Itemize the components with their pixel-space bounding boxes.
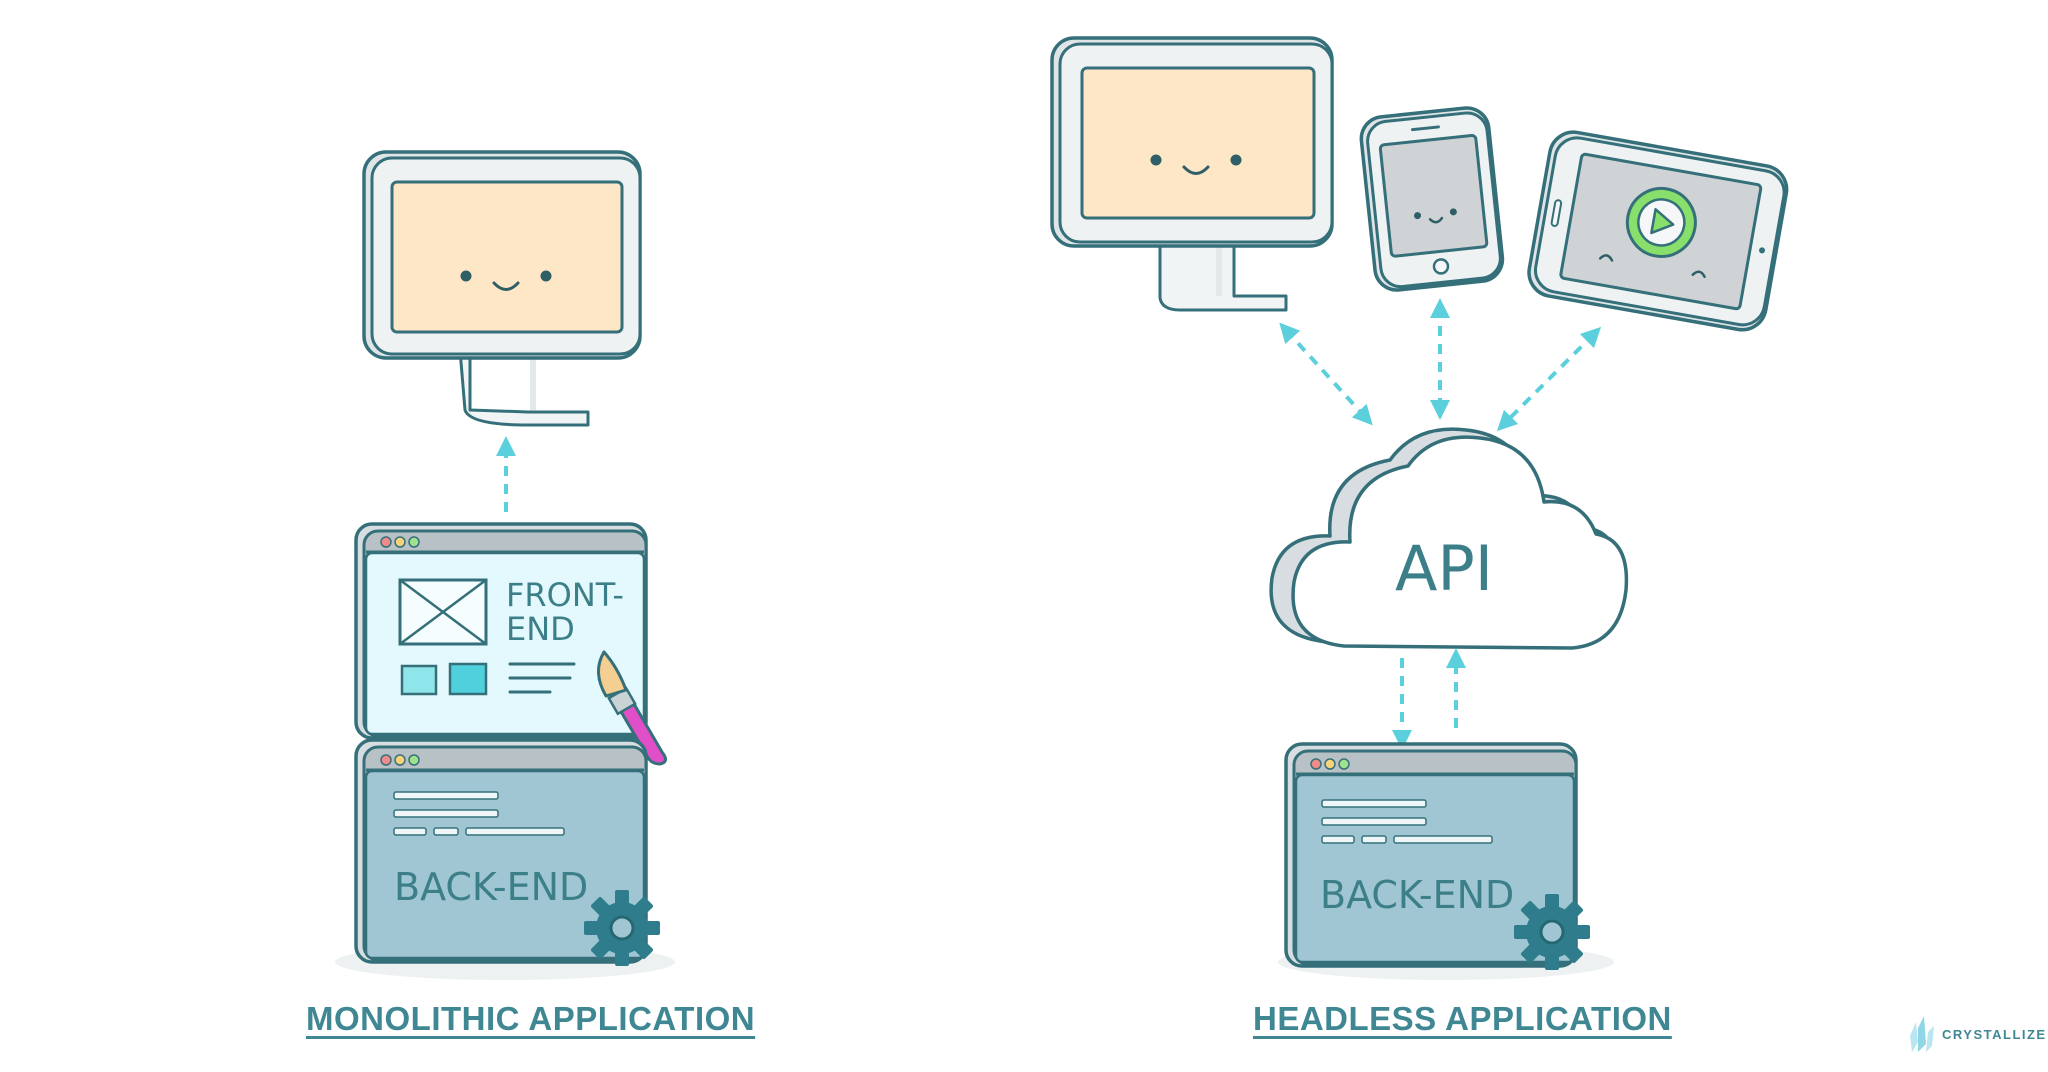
arrow-icon [1279, 322, 1373, 426]
monitor-icon [362, 150, 642, 427]
smile-icon [1691, 270, 1706, 279]
frontend-label-line1: FRONT- [506, 576, 624, 614]
brand-logo: CRYSTALLIZE [1908, 1014, 2047, 1054]
frontend-window: FRONT- END [354, 522, 648, 740]
eye-icon [1449, 208, 1457, 216]
gear-icon [582, 888, 662, 968]
api-label: API [1395, 532, 1493, 605]
window-dot-icon [380, 754, 392, 766]
arrow-icon [1496, 326, 1602, 432]
smile-icon [1598, 254, 1614, 262]
backend-window-left: BACK-END [354, 738, 648, 964]
gear-icon [1512, 892, 1592, 972]
smile-icon [1428, 216, 1444, 224]
window-dot-icon [408, 536, 420, 548]
window-dot-icon [1338, 758, 1350, 770]
window-dot-icon [394, 754, 406, 766]
window-dot-icon [394, 536, 406, 548]
frontend-label-line2: END [506, 610, 575, 648]
window-dot-icon [1324, 758, 1336, 770]
window-dot-icon [380, 536, 392, 548]
smile-icon [492, 281, 520, 291]
eye-icon [460, 270, 472, 282]
eye-icon [1150, 154, 1162, 166]
eye-icon [540, 270, 552, 282]
smile-icon [1182, 165, 1210, 175]
monitor-icon [1050, 36, 1334, 312]
backend-label-left: BACK-END [394, 865, 588, 909]
eye-icon [1414, 212, 1422, 220]
backend-window-right: BACK-END [1284, 742, 1578, 968]
window-dot-icon [408, 754, 420, 766]
tablet-icon [1527, 130, 1789, 332]
brand-name: CRYSTALLIZE [1942, 1026, 2047, 1042]
phone-icon [1359, 106, 1505, 292]
window-dot-icon [1310, 758, 1322, 770]
caption-monolithic: MONOLITHIC APPLICATION [306, 1000, 756, 1037]
play-icon [1625, 186, 1697, 258]
crystal-icon [1910, 1016, 1934, 1052]
backend-label-right: BACK-END [1320, 873, 1514, 917]
cloud-icon: API [1269, 427, 1629, 650]
caption-headless: HEADLESS APPLICATION [1253, 1000, 1672, 1037]
eye-icon [1230, 154, 1242, 166]
